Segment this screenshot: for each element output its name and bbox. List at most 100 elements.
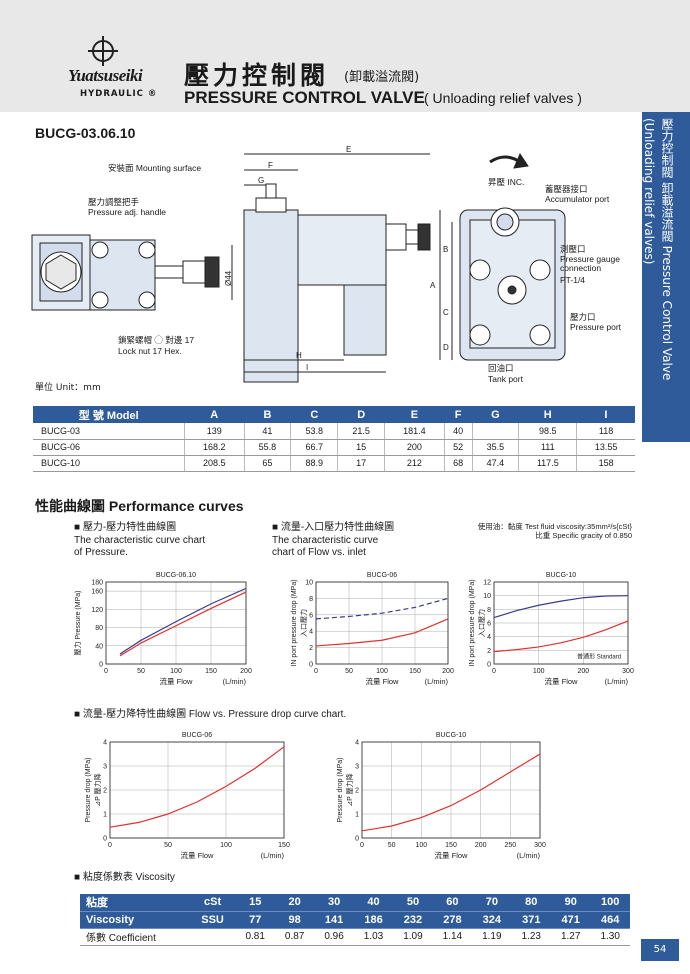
series-line — [493, 595, 629, 619]
sec1-line2: The characteristic curve chart — [74, 534, 206, 546]
x-tick-label: 0 — [360, 842, 364, 849]
cell: 53.8 — [290, 423, 339, 440]
cell: 1.09 — [393, 928, 433, 946]
x-tick-label: 50 — [164, 842, 172, 849]
plot-frame — [315, 581, 449, 665]
table-row: 粘度 cSt 15 20 30 40 50 60 70 80 90 100 — [80, 894, 630, 912]
sec3-title: ■ 流量-壓力降特性曲線圖 Flow vs. Pressure drop cur… — [74, 709, 347, 720]
y-tick-label: 12 — [483, 580, 491, 587]
x-axis-label: 流量 Flow — [545, 676, 579, 686]
label-locknut-cn: 鎖緊螺帽 ◯ 對邊 17 — [118, 335, 195, 345]
label-tank-en: Tank port — [488, 374, 523, 384]
cell: 80 — [511, 894, 551, 912]
y-tick-label: 3 — [103, 764, 107, 771]
label-inc: 昇壓 INC. — [488, 177, 525, 187]
cell: 324 — [472, 911, 512, 929]
cell: 1.14 — [432, 928, 473, 946]
x-tick-label: 0 — [104, 668, 108, 675]
cell: 208.5 — [184, 455, 245, 472]
model-title: BUCG-03.06.10 — [35, 125, 136, 141]
cell: 118 — [576, 423, 635, 440]
cell: 232 — [393, 911, 433, 929]
cell: 111 — [518, 439, 578, 456]
label-acc-en: Accumulator port — [545, 194, 610, 204]
y-tick-label: 8 — [487, 607, 491, 614]
cell: 464 — [590, 911, 630, 929]
table-row: BUCG-10 208.5 65 88.9 17 212 68 47.4 117… — [33, 455, 635, 472]
table-row: BUCG-03 139 41 53.8 21.5 181.4 40 98.5 1… — [33, 423, 635, 440]
viscosity-table: 粘度 cSt 15 20 30 40 50 60 70 80 90 100 Vi… — [80, 894, 630, 946]
dim-D: D — [443, 343, 449, 352]
cell: 0.87 — [274, 928, 315, 946]
brand-logo-icon — [88, 50, 118, 52]
cell: 141 — [314, 911, 354, 929]
y-tick-label: 0 — [309, 662, 313, 669]
dimension-drawing: Ø44 E F G H I A B C D — [31, 145, 566, 383]
x-axis-label: 流量 Flow — [435, 850, 469, 860]
table-row: 係數 Coefficient 0.81 0.87 0.96 1.03 1.09 … — [80, 928, 630, 946]
sec2-line1: ■ 流量-入口壓力特性曲線圖 — [272, 522, 395, 533]
series-line — [493, 620, 629, 653]
y-tick-label: 4 — [487, 634, 491, 641]
x-tick-label: 0 — [108, 842, 112, 849]
cell: 35.5 — [472, 439, 520, 456]
dim-col-header: G — [472, 406, 519, 423]
perf-title: 性能曲線圖 Performance curves — [35, 498, 244, 514]
dim-A: A — [430, 281, 436, 290]
y-tick-label: 8 — [309, 596, 313, 603]
cell: 68 — [444, 455, 473, 472]
dim-col-header: F — [444, 406, 472, 423]
cell: BUCG-06 — [33, 439, 185, 456]
y-tick-label: 40 — [95, 643, 103, 650]
cell: 13.55 — [576, 439, 635, 456]
cell: 1.19 — [472, 928, 512, 946]
cell: BUCG-10 — [33, 455, 185, 472]
cell: 52 — [444, 439, 473, 456]
cell: 15 — [235, 894, 275, 912]
sec4-title: ■ 粘度係數表 Viscosity — [74, 872, 175, 883]
chart-title: BUCG-06 — [367, 572, 397, 579]
cell: 1.23 — [511, 928, 551, 946]
page-number: 54 — [641, 939, 679, 961]
x-tick-label: 100 — [376, 668, 388, 675]
page-title-cn: 壓力控制閥 — [184, 61, 330, 90]
x-tick-label: 150 — [409, 668, 421, 675]
x-tick-label: 100 — [415, 842, 427, 849]
x-tick-label: 50 — [345, 668, 353, 675]
label-tank-cn: 回油口 — [488, 363, 514, 373]
page-title-en-sub: ( Unloading relief valves ) — [424, 90, 582, 106]
cell: 17 — [337, 455, 386, 472]
visc-row-label: 粘度 — [80, 894, 190, 912]
y-tick-label: 1 — [103, 812, 107, 819]
fluid-note-2: 比重 Specific gracity of 0.850 — [535, 531, 632, 541]
dim-F: F — [268, 161, 273, 170]
chart-title: BUCG-10 — [546, 572, 576, 579]
table-row: Viscosity SSU 77 98 141 186 232 278 324 … — [80, 911, 630, 929]
x-tick-label: 200 — [475, 842, 487, 849]
label-pport-cn: 壓力口 — [570, 312, 596, 322]
x-tick-label: 100 — [533, 668, 545, 675]
cell: 1.30 — [590, 928, 630, 946]
x-axis-unit: (L/min) — [223, 677, 247, 686]
y-axis-label-cn: 入口壓力 — [299, 609, 308, 637]
y-tick-label: 3 — [355, 764, 359, 771]
cell: 158 — [576, 455, 635, 472]
cell: 20 — [274, 894, 315, 912]
cell: BUCG-03 — [33, 423, 185, 440]
x-axis-unit: (L/min) — [425, 677, 449, 686]
y-tick-label: 0 — [487, 662, 491, 669]
cell: 139 — [184, 423, 245, 440]
sec1-line1: ■ 壓力-壓力特性曲線圖 — [74, 522, 177, 533]
y-tick-label: 4 — [103, 740, 107, 747]
side-tab — [642, 112, 690, 442]
x-tick-label: 150 — [445, 842, 457, 849]
x-axis-label: 流量 Flow — [160, 676, 194, 686]
dim-I: I — [306, 363, 308, 372]
cell: 98 — [274, 911, 315, 929]
cell: 1.27 — [550, 928, 591, 946]
dim-col-header: B — [244, 406, 291, 423]
dim-G: G — [258, 176, 264, 185]
cell: 70 — [472, 894, 512, 912]
y-tick-label: 160 — [91, 589, 103, 596]
y-tick-label: 4 — [355, 740, 359, 747]
